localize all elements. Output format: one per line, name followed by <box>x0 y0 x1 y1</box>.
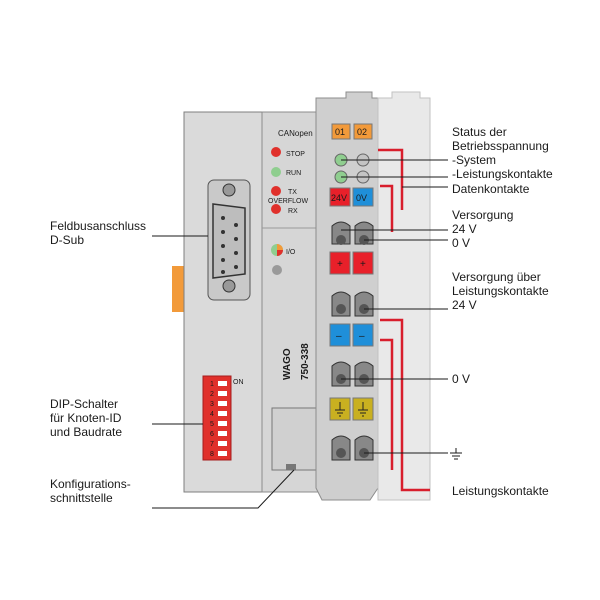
data-contacts-bracket <box>378 148 404 232</box>
minus-tag <box>329 323 351 347</box>
label-status-1: Status der <box>452 125 507 139</box>
minus-tag <box>352 323 374 347</box>
minus-sign: – <box>336 331 342 342</box>
clamp-screw <box>336 304 346 314</box>
dip-number: 3 <box>210 401 214 408</box>
label-dip-2: für Knoten-ID <box>50 411 122 425</box>
power-contacts-bracket <box>380 318 430 492</box>
led-tx <box>271 186 281 196</box>
supply-tag-24v <box>329 187 351 207</box>
led-overflow-label: OVERFLOW <box>268 198 308 205</box>
status-tag-01 <box>331 123 351 140</box>
dsub-connector <box>207 179 251 301</box>
service-led <box>272 265 282 275</box>
dip-number: 1 <box>210 381 214 388</box>
status-tag-01-text: 01 <box>335 127 345 137</box>
leader-lines-left <box>152 235 295 509</box>
dip-number: 5 <box>210 421 214 428</box>
status-tag-02-text: 02 <box>357 127 367 137</box>
clamp-screw <box>336 448 346 458</box>
label-config-2: schnittstelle <box>50 491 113 505</box>
dip-number: 2 <box>210 391 214 398</box>
ground-tag <box>329 397 374 421</box>
clamp-screw <box>336 235 346 245</box>
status-tag-02 <box>353 123 373 140</box>
dip-on-label: ON <box>233 379 244 386</box>
label-feldbus-1: Feldbusanschluss <box>50 219 146 233</box>
model-number: 750-338 <box>300 343 311 380</box>
led-run <box>271 167 281 177</box>
side-latch <box>172 266 184 312</box>
label-leistung: Leistungskontakte <box>452 484 549 498</box>
bus-name: CANopen <box>278 129 313 138</box>
leader-lines-right <box>341 159 448 454</box>
label-versorgung-lk-2: Leistungskontakte <box>452 284 549 298</box>
label-versorgung-lk-3: 24 V <box>452 298 477 312</box>
dip-switch: 1 2 3 4 5 6 7 8 ON <box>202 375 244 461</box>
plus-sign: + <box>337 259 343 270</box>
supply-tag-0v <box>352 187 374 207</box>
label-feldbus-2: D-Sub <box>50 233 84 247</box>
plus-tag <box>352 251 374 275</box>
supply-tag-0v-text: 0V <box>356 193 367 203</box>
minus-sign: – <box>359 331 365 342</box>
label-status-3: -System <box>452 153 496 167</box>
dip-number: 7 <box>210 441 214 448</box>
led-rx <box>271 204 281 214</box>
dip-number: 8 <box>210 451 214 458</box>
label-dip-1: DIP-Schalter <box>50 397 118 411</box>
led-io-label: I/O <box>286 249 296 256</box>
supply-tag-24v-text: 24V <box>331 193 347 203</box>
label-versorgung-3: 0 V <box>452 236 470 250</box>
led-rx-label: RX <box>288 208 298 215</box>
led-run-label: RUN <box>286 170 301 177</box>
label-config-1: Konfigurations- <box>50 477 131 491</box>
led-tx-label: TX <box>288 189 297 196</box>
dip-number: 6 <box>210 431 214 438</box>
label-status-2: Betriebsspannung <box>452 139 549 153</box>
label-versorgung-1: Versorgung <box>452 208 513 222</box>
label-dip-3: und Baudrate <box>50 425 122 439</box>
plus-tag <box>329 251 351 275</box>
label-status-4: -Leistungskontakte <box>452 167 553 181</box>
led-stop-label: STOP <box>286 151 305 158</box>
led-io <box>271 244 283 256</box>
led-stop <box>271 147 281 157</box>
dip-number: 4 <box>210 411 214 418</box>
label-versorgung-lk-1: Versorgung über <box>452 270 541 284</box>
label-zero-v: 0 V <box>452 372 470 386</box>
ground-symbol <box>450 448 462 460</box>
plus-sign: + <box>360 259 366 270</box>
config-interface <box>271 407 321 471</box>
label-versorgung-2: 24 V <box>452 222 477 236</box>
brand-logo: WAGO <box>282 348 293 380</box>
label-daten: Datenkontakte <box>452 182 530 196</box>
